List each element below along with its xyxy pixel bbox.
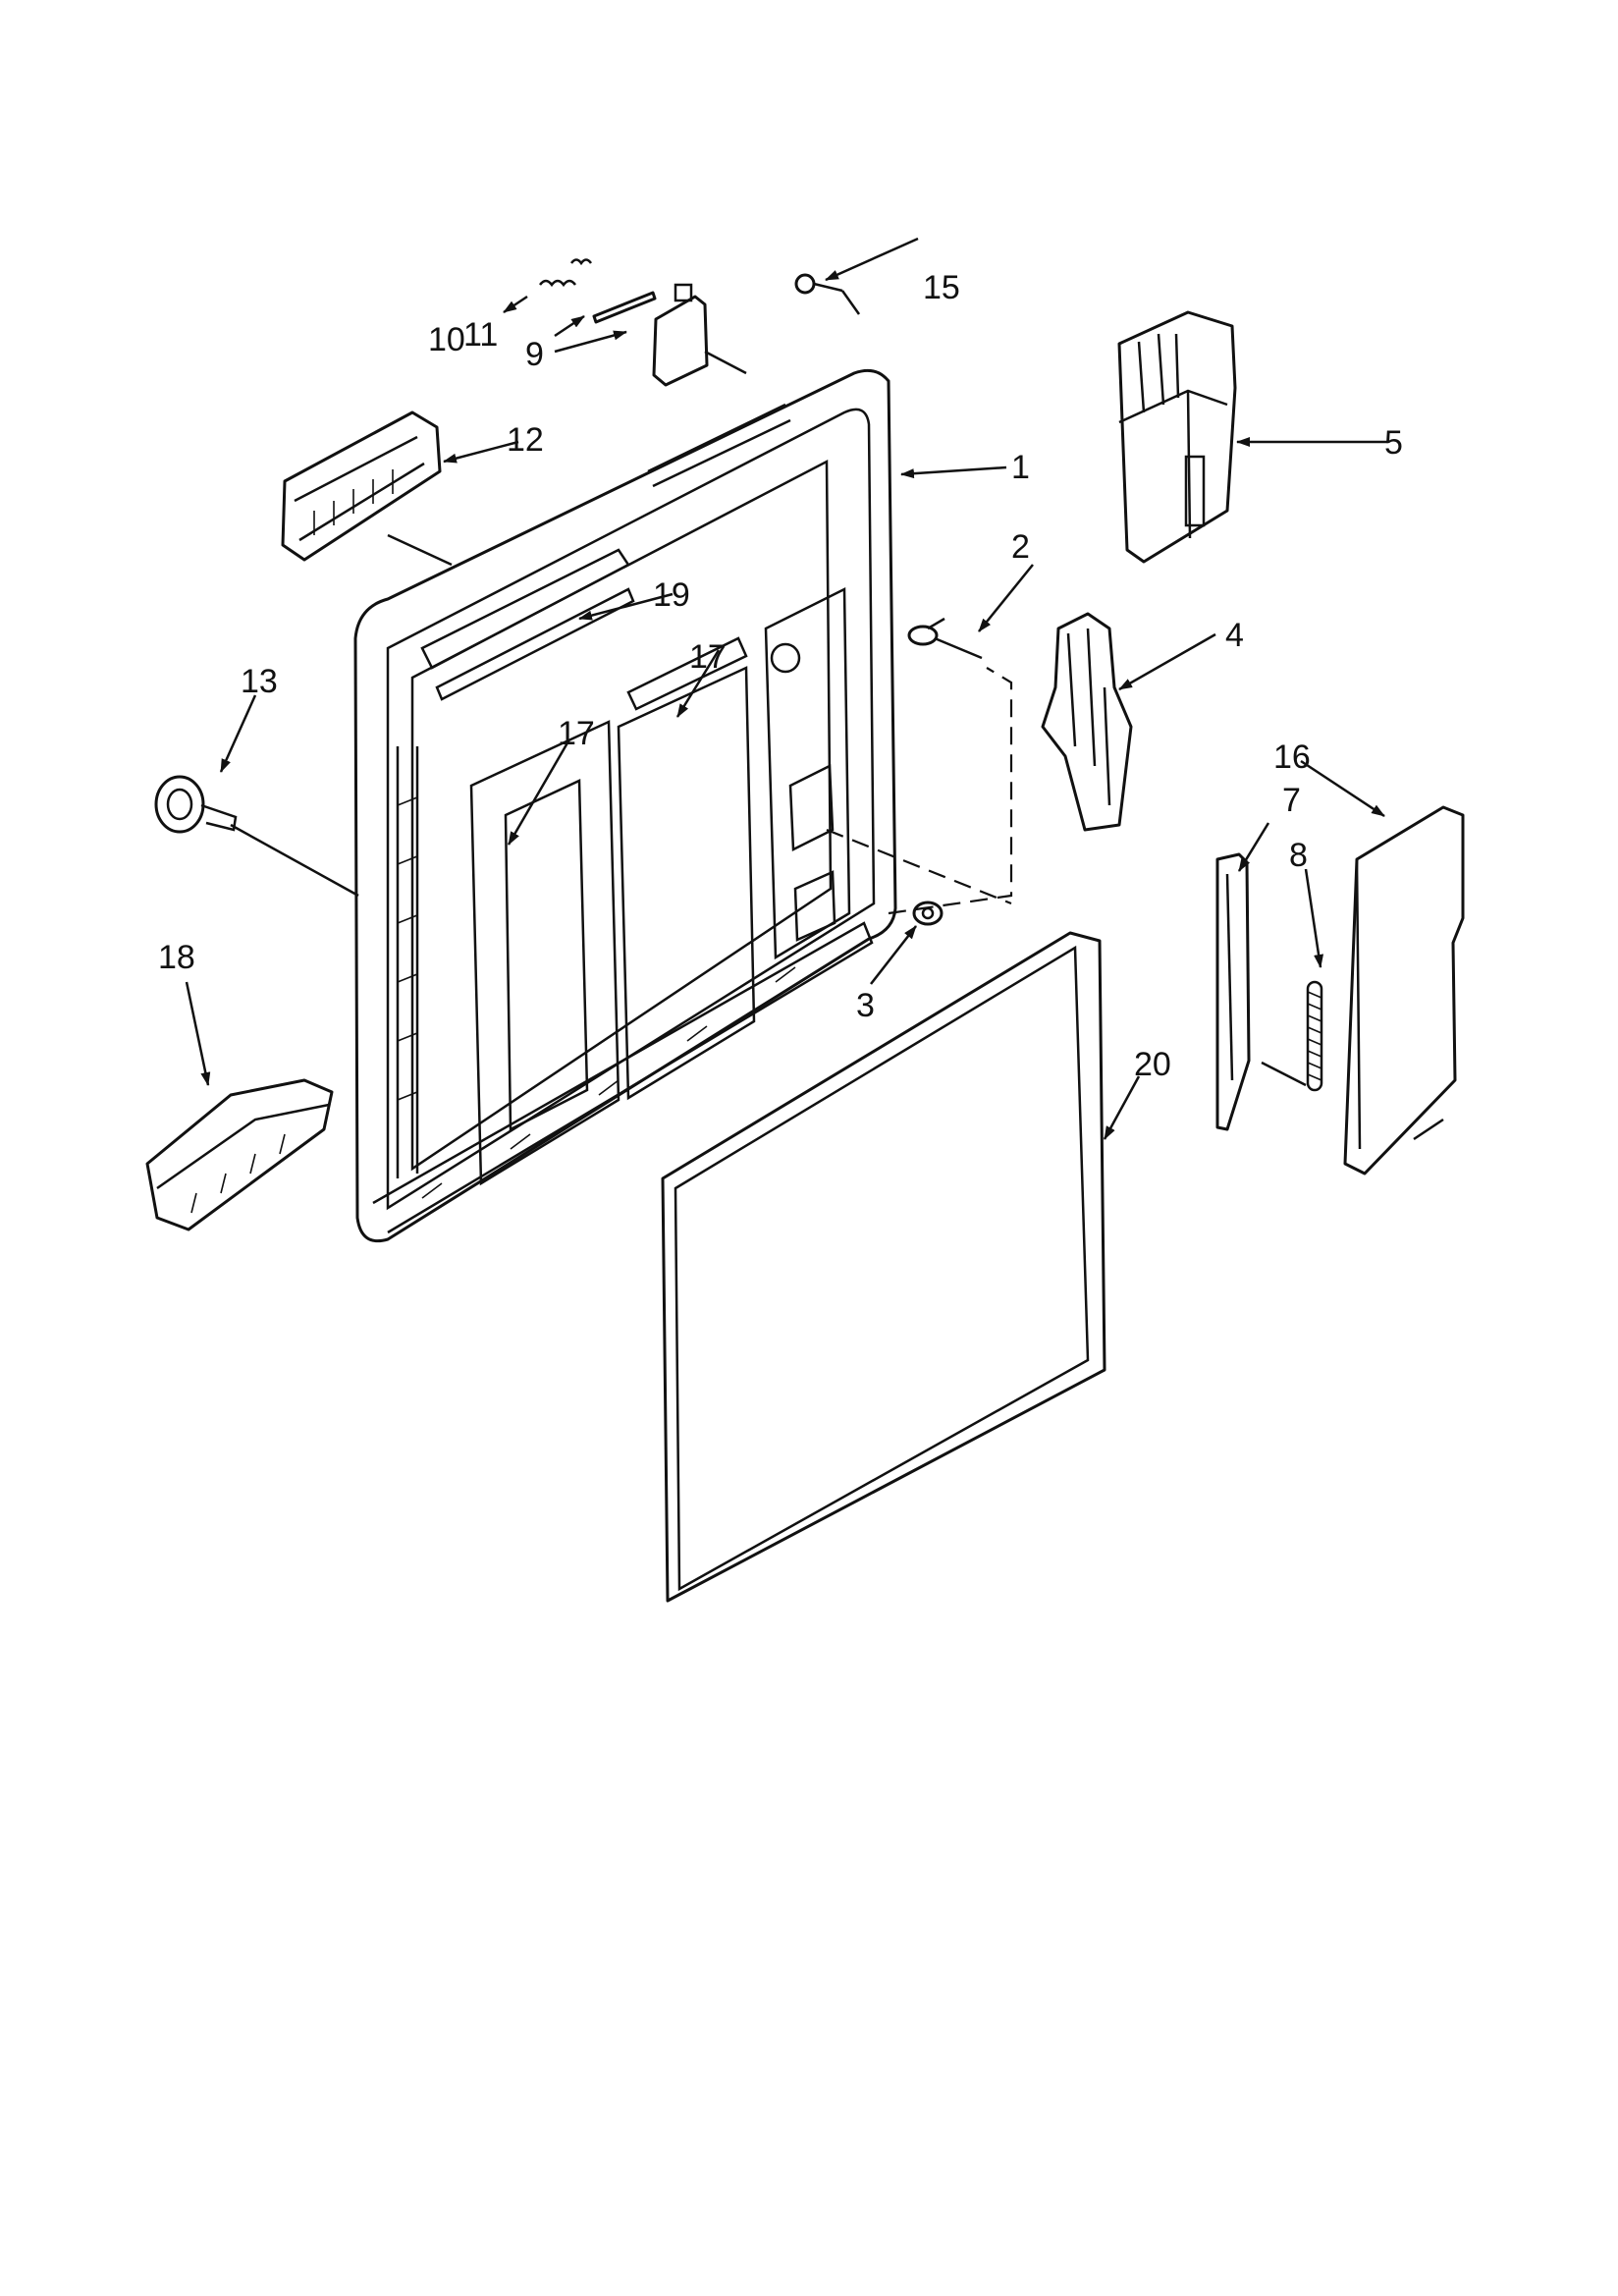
callout-1: 1	[1011, 449, 1030, 486]
callout-13: 13	[241, 663, 278, 700]
screw	[794, 273, 843, 295]
callout-labels: 15 10 11 9 12 1 5 2 19 4 17 13 17 16 7 8…	[158, 269, 1403, 1083]
dispenser-cover	[652, 283, 709, 387]
hinge-screw	[907, 617, 983, 660]
door-spring	[1306, 980, 1323, 1092]
nut	[912, 901, 944, 926]
inner-door-panel	[353, 368, 897, 1243]
callout-15: 15	[923, 269, 960, 306]
callout-7: 7	[1282, 782, 1301, 819]
callout-19: 19	[653, 576, 690, 614]
callout-4: 4	[1225, 617, 1244, 654]
latch-assembly	[1117, 310, 1237, 564]
side-panel	[1343, 805, 1465, 1175]
switch-bracket	[1041, 612, 1133, 832]
hinge-arm	[1215, 852, 1251, 1131]
vent-cover	[281, 410, 442, 562]
outer-door-panel	[661, 931, 1106, 1603]
callout-9: 9	[525, 336, 544, 373]
spring-clips	[539, 258, 593, 288]
pin	[592, 291, 657, 324]
callout-3: 3	[856, 987, 875, 1024]
leader-lines	[185, 237, 1388, 1140]
callout-17-right: 17	[689, 638, 727, 676]
callout-10: 10	[428, 321, 465, 358]
callout-16: 16	[1273, 738, 1311, 776]
callout-11-label: 11	[463, 316, 498, 354]
callout-20: 20	[1134, 1046, 1171, 1083]
callout-18: 18	[158, 939, 195, 976]
knob	[154, 775, 238, 834]
callout-8: 8	[1289, 837, 1308, 874]
callout-5: 5	[1384, 424, 1403, 462]
callout-17-left: 17	[558, 715, 595, 752]
callout-12: 12	[507, 421, 544, 459]
callout-2: 2	[1011, 528, 1030, 566]
hinge-cover	[145, 1078, 334, 1231]
